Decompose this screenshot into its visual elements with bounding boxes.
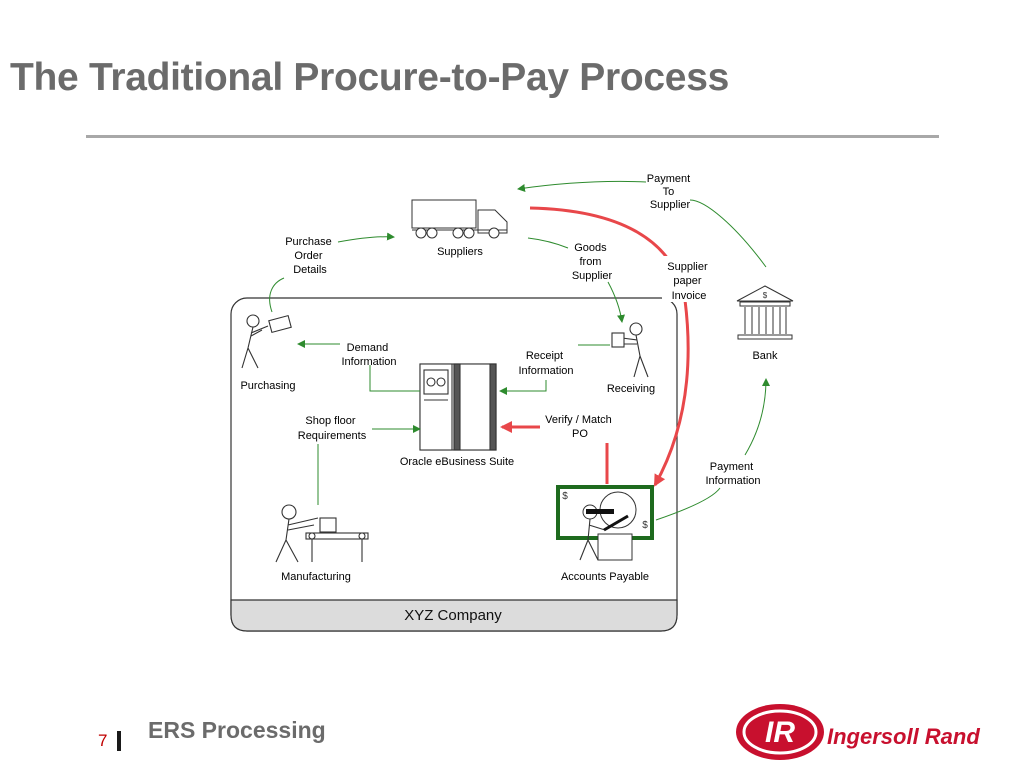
svg-text:$: $: [562, 491, 568, 502]
receiving-person-icon: [611, 322, 649, 378]
suppliers-label: Suppliers: [437, 246, 483, 258]
title-divider: [86, 135, 939, 138]
slide-title: The Traditional Procure-to-Pay Process: [10, 56, 729, 99]
footer-title: ERS Processing: [148, 717, 326, 743]
company-label: XYZ Company: [404, 607, 502, 624]
page-number: 7: [98, 731, 108, 750]
truck-icon: [411, 199, 508, 239]
ir-logo-mark: [736, 704, 824, 760]
purchase-order-arrow: [337, 232, 395, 243]
svg-text:$: $: [642, 520, 648, 531]
ingersoll-rand-logo: IR Ingersoll Rand: [736, 704, 980, 760]
svg-text:$: $: [763, 291, 768, 300]
payment-to-supplier-arrowhead: [517, 180, 647, 192]
server-icon: [419, 363, 497, 451]
bank-icon: $: [736, 285, 794, 340]
ir-logo-letters: IR: [765, 716, 795, 749]
goods-from-supplier-line: [527, 237, 569, 249]
payment-info-line: [655, 487, 721, 521]
verify-match-po-label: Verify / Match PO: [545, 414, 615, 440]
accounts-payable-label: Accounts Payable: [561, 571, 649, 583]
manufacturing-person-icon: [275, 504, 369, 563]
purchase-order-details-label: Purchase Order Details: [285, 236, 335, 276]
demand-information-label: Demand Information: [341, 342, 396, 368]
supplier-paper-invoice-label: Supplier paper Invoice: [667, 261, 710, 302]
bank-label: Bank: [752, 350, 778, 362]
receipt-information-label: Receipt Information: [518, 350, 573, 377]
accounts-payable-icon: $ $: [556, 485, 654, 561]
purchasing-person-icon: [241, 314, 292, 369]
payment-to-supplier-label: Payment To Supplier: [647, 173, 693, 211]
payment-info-arrow: [744, 378, 770, 456]
footer-divider: [117, 731, 121, 751]
purchasing-label: Purchasing: [240, 380, 295, 392]
company-frame: XYZ Company: [230, 297, 678, 632]
manufacturing-label: Manufacturing: [281, 571, 351, 583]
payment-information-label: Payment Information: [705, 461, 760, 487]
purchase-order-curve: [269, 277, 285, 313]
ir-logo-wordmark: Ingersoll Rand: [827, 724, 980, 749]
demand-info-line: [369, 365, 420, 392]
shop-floor-requirements-label: Shop floor Requirements: [298, 415, 367, 442]
receiving-label: Receiving: [607, 383, 655, 395]
goods-from-supplier-arrow: [607, 281, 625, 323]
oracle-label: Oracle eBusiness Suite: [400, 456, 514, 468]
receipt-info-arrow: [499, 380, 547, 395]
payment-to-supplier-arrow: [689, 199, 767, 268]
goods-from-supplier-label: Goods from Supplier: [572, 242, 613, 282]
